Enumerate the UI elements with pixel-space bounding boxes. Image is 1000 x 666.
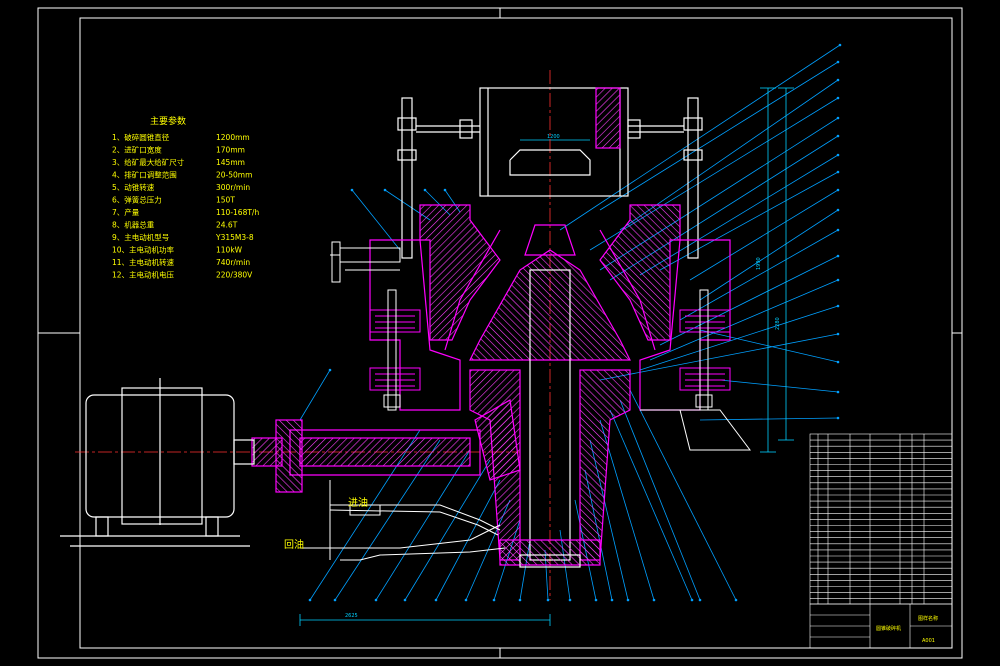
title-drawing-name: 圆锥破碎机	[876, 625, 901, 632]
tie-rods	[397, 97, 703, 259]
leader-tag	[464, 598, 468, 602]
param-label: 3、给矿最大给矿尺寸	[112, 157, 185, 167]
leader-tag	[836, 96, 840, 100]
leader-tag	[403, 598, 407, 602]
oil-return-label: 回油	[284, 538, 304, 551]
main-parameters: 主要参数 1、破碎圆锥直径 1200mm 2、进矿口宽度 170mm 3、给矿最大给矿尺…	[112, 115, 259, 280]
leader-tag	[836, 208, 840, 212]
param-value: 24.6T	[216, 221, 238, 230]
param-value: 170mm	[216, 146, 245, 155]
leader-tag	[836, 78, 840, 82]
leader-tag	[308, 598, 312, 602]
leader-tag	[836, 304, 840, 308]
param-value: 20-50mm	[216, 171, 252, 180]
param-label: 11、主电动机转速	[112, 257, 175, 267]
leader-lines	[299, 44, 841, 601]
leader-tag	[383, 188, 387, 192]
parts-list	[809, 433, 953, 605]
leader-tag	[690, 598, 694, 602]
title-block	[809, 603, 953, 649]
param-label: 9、主电动机型号	[112, 232, 169, 242]
leader-tag	[610, 598, 614, 602]
dimension-lines	[299, 87, 794, 626]
param-label: 6、弹簧总压力	[112, 195, 162, 205]
leader-tag	[836, 170, 840, 174]
dim-label-width: 2625	[345, 613, 358, 619]
crusher-section	[251, 204, 731, 568]
title-code: A001	[922, 638, 935, 644]
leader-tag	[546, 598, 550, 602]
param-label: 1、破碎圆锥直径	[112, 132, 170, 142]
leader-tag	[328, 368, 332, 372]
leader-tag	[492, 598, 496, 602]
param-value: 145mm	[216, 158, 245, 167]
leader-tag	[836, 332, 840, 336]
param-value: 220/380V	[216, 271, 253, 280]
leader-tag	[836, 188, 840, 192]
leader-tag	[836, 228, 840, 232]
oil-inlet-label: 进油	[348, 496, 368, 509]
leader-tag	[836, 116, 840, 120]
leader-tag	[836, 278, 840, 282]
leader-tag	[836, 153, 840, 157]
leader-tag	[836, 134, 840, 138]
param-label: 7、产量	[112, 207, 140, 217]
feed-hopper	[479, 87, 629, 197]
leader-tag	[734, 598, 738, 602]
leader-tag	[652, 598, 656, 602]
leader-tag	[838, 43, 842, 47]
hydraulic-cylinder	[330, 241, 401, 283]
param-value: Y315M3-8	[215, 233, 254, 242]
leader-tag	[568, 598, 572, 602]
param-value: 110kW	[216, 246, 243, 255]
title-label: 图样名称	[918, 615, 938, 622]
param-value: 1200mm	[216, 133, 250, 142]
leader-tag	[698, 598, 702, 602]
leader-tag	[423, 188, 427, 192]
param-value: 300r/min	[216, 183, 250, 192]
dim-label-height: 1990	[756, 257, 762, 270]
param-label: 5、动锥转速	[112, 182, 155, 192]
spring-bolts	[383, 289, 751, 451]
param-label: 2、进矿口宽度	[112, 145, 162, 155]
param-value: 110-168T/h	[216, 208, 259, 217]
param-value: 740r/min	[216, 258, 250, 267]
motor	[60, 378, 255, 547]
param-label: 12、主电动机电压	[112, 270, 175, 280]
param-label: 10、主电动机功率	[112, 245, 175, 255]
leader-tag	[333, 598, 337, 602]
param-label: 4、排矿口调整范围	[112, 170, 177, 180]
leader-tag	[518, 598, 522, 602]
dim-label-height-2: 2280	[775, 317, 781, 330]
params-title: 主要参数	[150, 115, 186, 127]
leader-tag	[594, 598, 598, 602]
oil-pipes	[300, 480, 506, 561]
leader-tag	[836, 390, 840, 394]
leader-tag	[626, 598, 630, 602]
leader-tag	[434, 598, 438, 602]
leader-tag	[443, 188, 447, 192]
leader-tags	[308, 43, 842, 602]
leader-tag	[350, 188, 354, 192]
dim-label-top: 1200	[547, 134, 560, 140]
drawing-frame	[37, 7, 963, 659]
springs	[369, 309, 731, 391]
leader-tag	[374, 598, 378, 602]
leader-tag	[836, 254, 840, 258]
param-value: 150T	[216, 196, 235, 205]
leader-tag	[836, 60, 840, 64]
leader-tag	[836, 416, 840, 420]
leader-tag	[836, 360, 840, 364]
param-label: 8、机器总重	[112, 220, 155, 230]
